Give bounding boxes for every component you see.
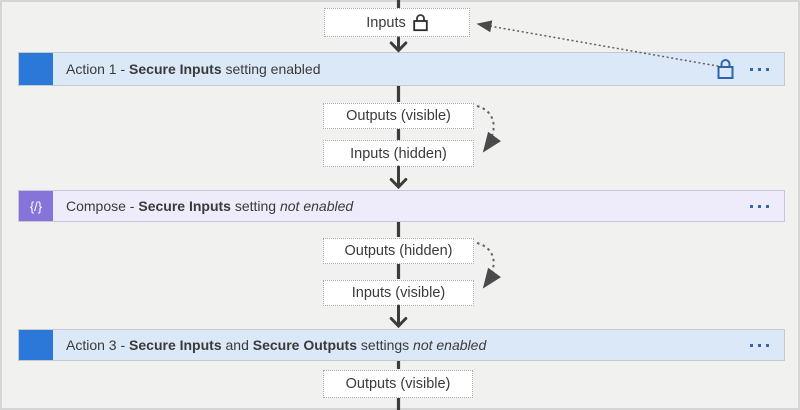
action3-inputs-box: Inputs (visible) [323, 280, 474, 306]
more-options-icon[interactable] [748, 64, 771, 75]
compose-icon: {/} [19, 191, 53, 221]
action3-outputs-box: Outputs (visible) [323, 370, 473, 398]
inputs-visible-label: Inputs (visible) [351, 285, 446, 301]
compose-inputs-box: Inputs (hidden) [323, 140, 474, 167]
action-3-title: Action 3 - Secure Inputs and Secure Outp… [66, 337, 487, 353]
more-options-icon[interactable] [748, 201, 771, 212]
more-options-icon[interactable] [748, 340, 771, 351]
trigger-inputs-box: Inputs [324, 8, 470, 37]
compose-icon-glyph: {/} [29, 198, 43, 214]
outputs-hidden-label: Outputs (hidden) [344, 243, 453, 259]
action-3-icon [19, 330, 53, 360]
outputs-visible-label: Outputs (visible) [346, 108, 451, 124]
action-1-title: Action 1 - Secure Inputs setting enabled [66, 61, 321, 77]
compose-card[interactable]: {/} Compose - Secure Inputs setting not … [18, 190, 785, 222]
outputs-to-inputs-arrow [476, 105, 502, 153]
action-1-card[interactable]: Action 1 - Secure Inputs setting enabled [18, 52, 785, 86]
secure-inputs-lock-icon [717, 59, 734, 79]
inputs-label: Inputs [366, 14, 406, 31]
compose-outputs-box: Outputs (hidden) [323, 238, 474, 264]
inputs-hidden-label: Inputs (hidden) [350, 145, 447, 162]
outputs-visible-label: Outputs (visible) [345, 376, 451, 392]
action1-outputs-box: Outputs (visible) [323, 103, 474, 129]
lock-icon [413, 14, 428, 32]
outputs-to-inputs-arrow [476, 242, 502, 289]
action-1-icon [19, 53, 53, 85]
compose-title: Compose - Secure Inputs setting not enab… [66, 198, 354, 214]
action-3-card[interactable]: Action 3 - Secure Inputs and Secure Outp… [18, 329, 785, 361]
